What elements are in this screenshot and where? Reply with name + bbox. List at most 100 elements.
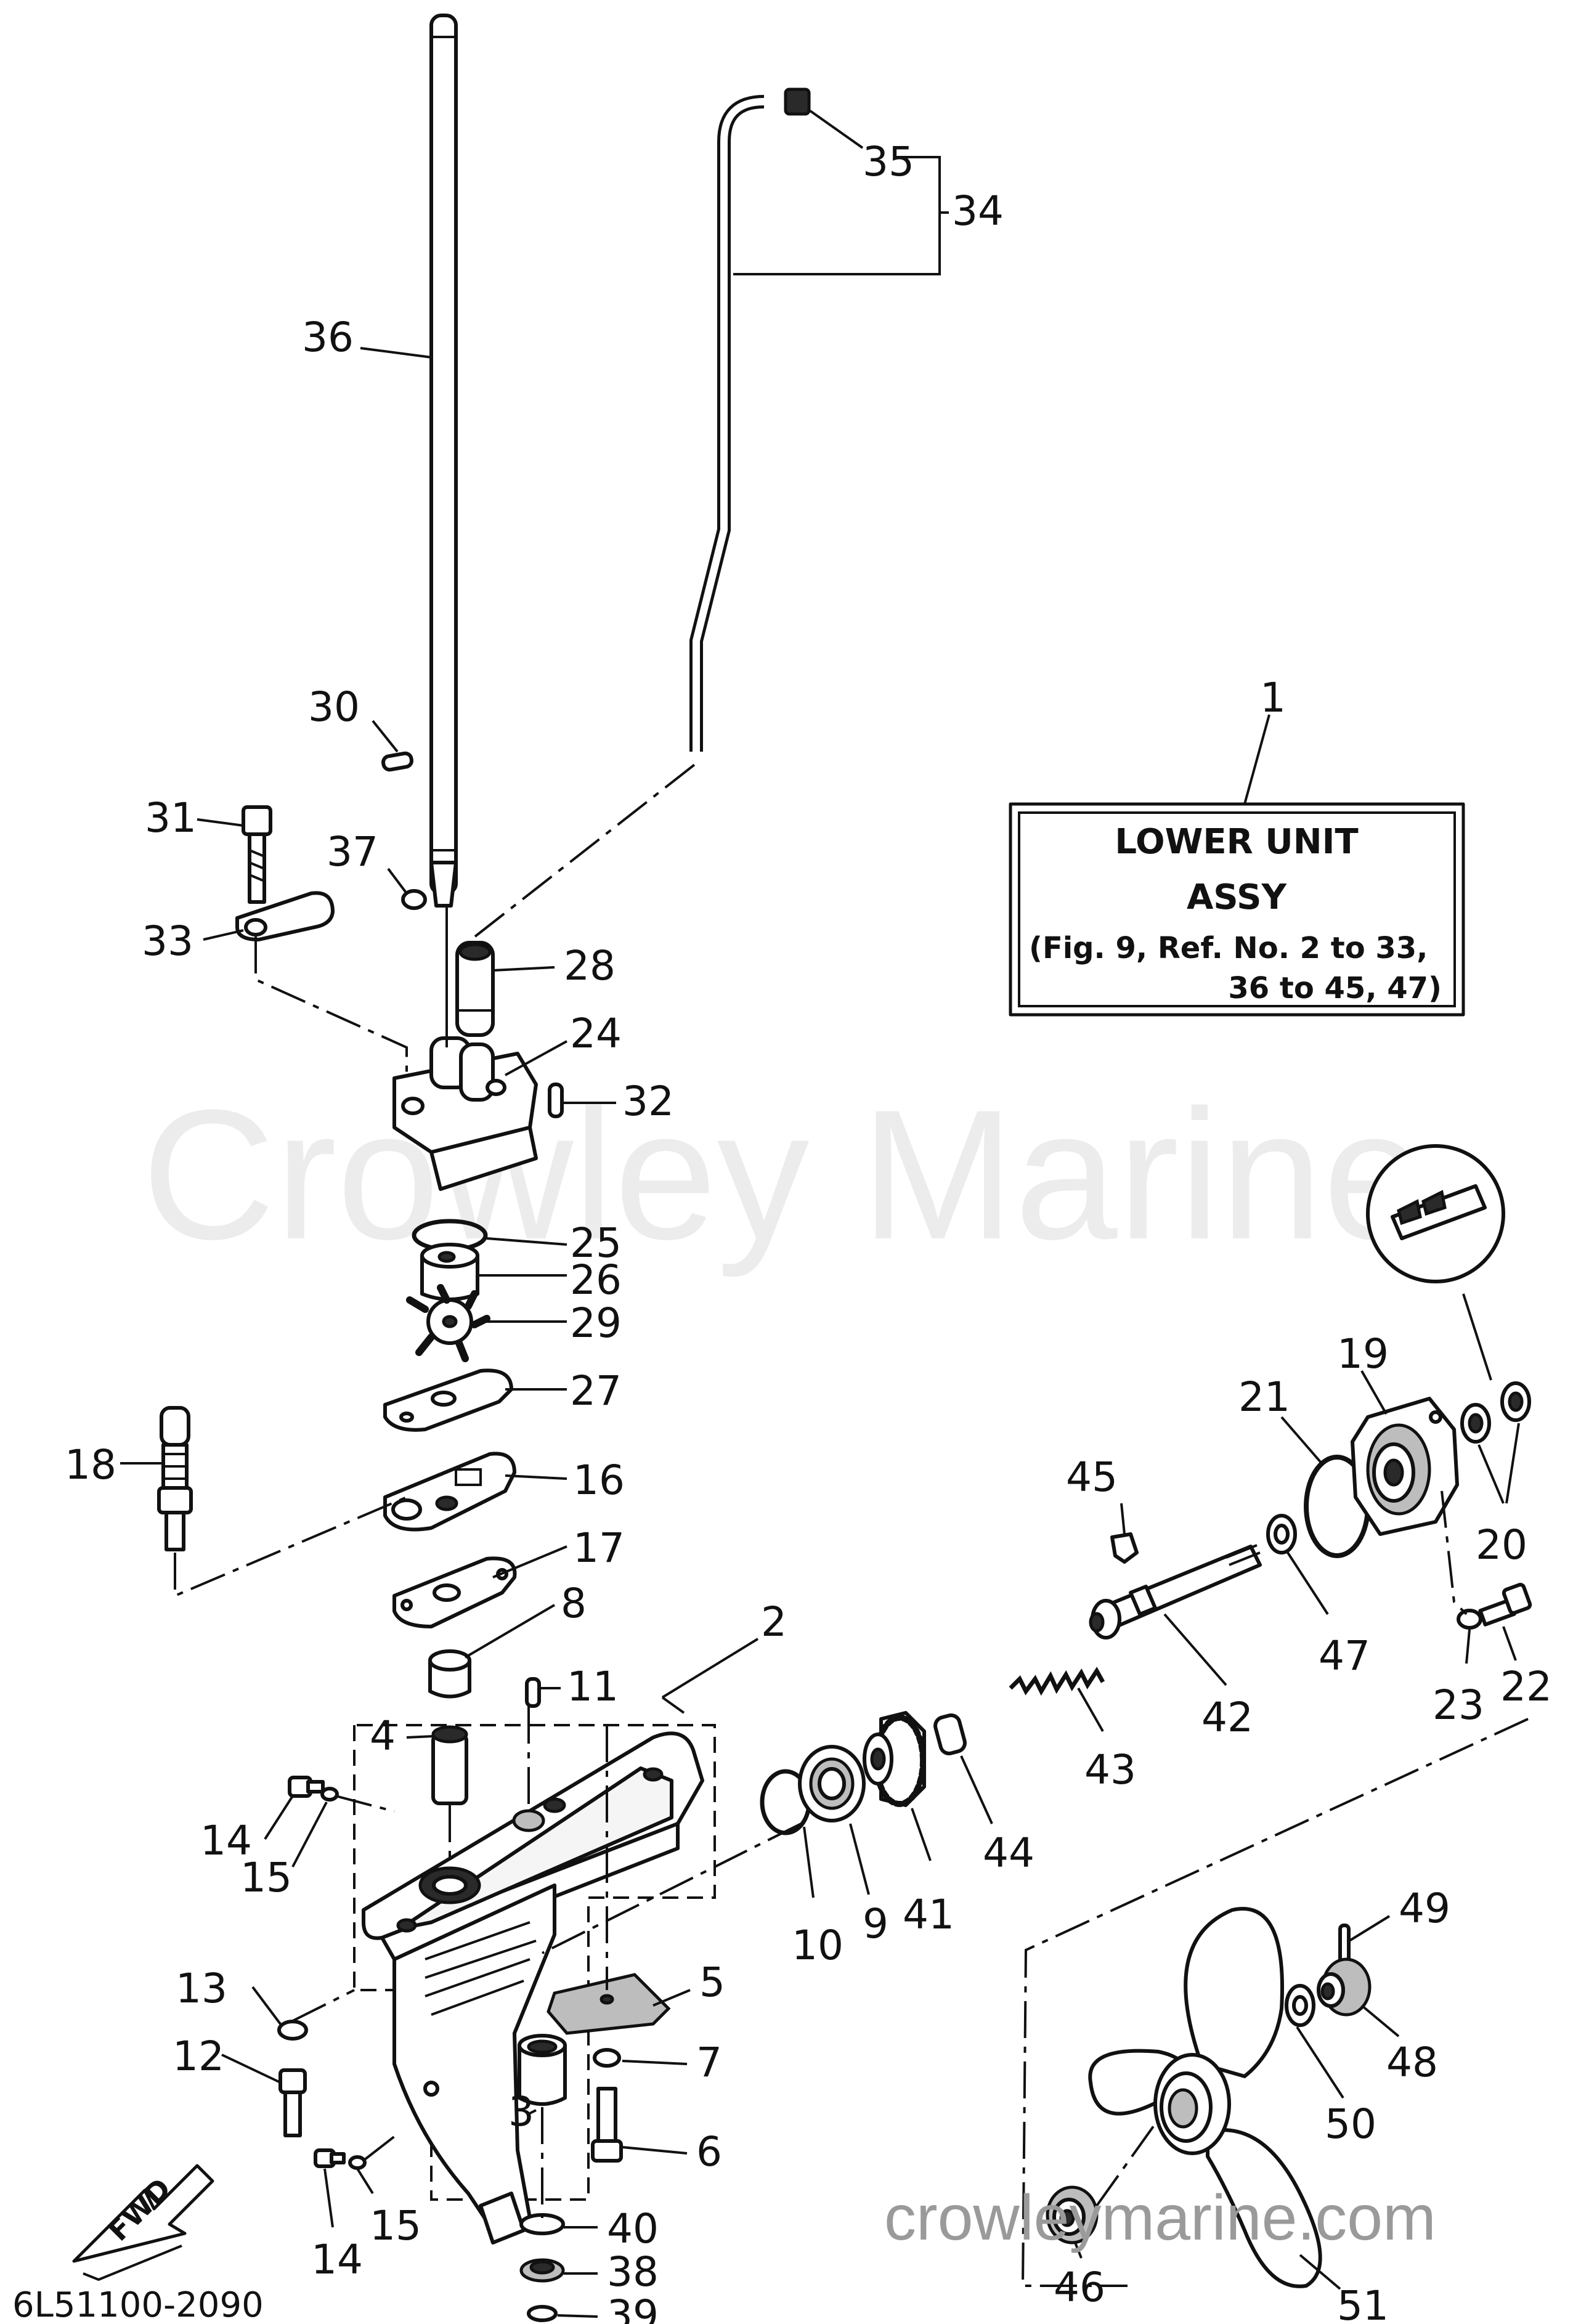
small-pin-part	[525, 1677, 541, 1708]
filler-screw-part	[314, 2148, 367, 2170]
callout-15-lower: 15	[370, 2202, 421, 2249]
callout-4: 4	[370, 1712, 396, 1760]
outer-plate-part	[383, 1368, 513, 1432]
pump-housing-part	[392, 1036, 538, 1191]
callout-23: 23	[1433, 1681, 1484, 1729]
assembly-info-box	[1009, 714, 1465, 1017]
callout-11: 11	[567, 1663, 619, 1710]
cap-washer-part	[1457, 1609, 1482, 1630]
assembly-box-line3: (Fig. 9, Ref. No. 2 to 33,	[1029, 931, 1428, 965]
callout-28: 28	[564, 942, 616, 989]
callout-3: 3	[508, 2088, 534, 2135]
dowel-pin-part	[548, 1083, 564, 1118]
sleeve-part	[455, 941, 495, 1037]
callout-29: 29	[570, 1299, 622, 1347]
bushing-part	[431, 1725, 468, 1805]
callout-45: 45	[1066, 1453, 1118, 1501]
callout-44: 44	[983, 1829, 1034, 1877]
lower-bushing-part	[518, 2034, 567, 2106]
diagram-code-text: 6L51100-2090	[12, 2285, 264, 2324]
insert-cup-part	[420, 1243, 479, 1301]
callout-34: 34	[952, 187, 1004, 235]
spring-part	[1009, 1667, 1105, 1696]
callout-30: 30	[308, 683, 360, 731]
callout-31: 31	[145, 794, 197, 842]
assembly-box-line1: LOWER UNIT	[1115, 822, 1358, 862]
anode-part	[547, 1973, 671, 2035]
impeller-part	[406, 1284, 490, 1362]
gasket-part	[392, 1556, 517, 1628]
lower-casing-part	[362, 1731, 704, 2245]
callout-15-upper: 15	[240, 1854, 292, 1901]
callout-40: 40	[607, 2205, 659, 2253]
casing-bolt-part	[278, 2068, 307, 2137]
spacer-washer-part	[1266, 1514, 1297, 1554]
callout-42: 42	[1201, 1694, 1253, 1741]
callout-36: 36	[302, 314, 354, 361]
callout-41: 41	[903, 1891, 954, 1938]
callout-20: 20	[1476, 1521, 1527, 1569]
shift-plunger-part	[1110, 1532, 1139, 1564]
pump-plate-part	[383, 1452, 516, 1532]
clip-part	[401, 889, 427, 910]
pin-part	[381, 751, 413, 772]
callout-21: 21	[1238, 1373, 1290, 1421]
bolt-part	[242, 805, 272, 904]
callout-39: 39	[607, 2291, 659, 2324]
bearing-housing-part	[1351, 1397, 1459, 1536]
callout-46: 46	[1054, 2264, 1105, 2311]
callout-35: 35	[863, 138, 914, 185]
callout-32: 32	[622, 1078, 674, 1125]
callout-8: 8	[561, 1580, 587, 1627]
callout-38: 38	[607, 2248, 659, 2296]
callout-6: 6	[696, 2128, 722, 2176]
forward-gear-part	[863, 1711, 926, 1807]
callout-24: 24	[570, 1010, 622, 1057]
callout-13: 13	[176, 1965, 227, 2012]
propeller-nut-part	[1317, 1957, 1372, 2017]
drain-screw-part	[288, 1776, 339, 1802]
callout-9: 9	[863, 1900, 888, 1948]
washer-part	[277, 2020, 308, 2041]
assembly-box-line2: ASSY	[1187, 877, 1287, 917]
callout-22: 22	[1500, 1663, 1552, 1710]
oil-seals-part	[1460, 1381, 1531, 1444]
prop-washer-part	[1285, 1984, 1315, 2027]
callout-37: 37	[327, 828, 378, 876]
watermark-text: Crowley Marine	[142, 1071, 1426, 1279]
drive-shaft-part	[429, 14, 458, 908]
callout-16: 16	[573, 1457, 625, 1504]
seal-detail-inset	[1366, 1144, 1505, 1283]
site-url-text: crowleymarine.com	[884, 2182, 1436, 2254]
callout-10: 10	[792, 1922, 843, 1969]
callout-17: 17	[573, 1524, 625, 1572]
callout-47: 47	[1319, 1632, 1370, 1680]
callout-7: 7	[696, 2039, 722, 2086]
lock-washer-part	[593, 2048, 621, 2068]
callout-51: 51	[1337, 2282, 1389, 2324]
fwd-arrow-icon: FWD	[72, 2164, 214, 2281]
callout-19: 19	[1337, 1330, 1389, 1378]
callout-14-lower: 14	[311, 2236, 363, 2283]
callout-14-upper: 14	[200, 1817, 252, 1864]
callout-49: 49	[1399, 1885, 1450, 1932]
clutch-pin-part	[933, 1713, 967, 1756]
callout-48: 48	[1386, 2039, 1438, 2086]
callout-27: 27	[570, 1367, 622, 1415]
grease-nipple-part	[157, 1406, 193, 1551]
callout-25: 25	[570, 1219, 622, 1267]
callout-33: 33	[142, 917, 193, 965]
callout-12: 12	[173, 2033, 224, 2080]
callout-5: 5	[699, 1959, 725, 2006]
propeller-part	[1088, 1907, 1322, 2288]
thrust-hub-part	[1046, 2185, 1099, 2245]
water-tube-part	[689, 87, 811, 752]
anode-bolt-part	[591, 2087, 623, 2163]
pinion-nut-part	[519, 2258, 565, 2283]
pinion-washer-part	[527, 2305, 558, 2322]
oil-seal-part	[428, 1649, 471, 1699]
callout-18: 18	[65, 1441, 116, 1489]
cap-bolt-part	[1478, 1583, 1532, 1627]
assembly-box-line4: 36 to 45, 47)	[1228, 971, 1442, 1006]
